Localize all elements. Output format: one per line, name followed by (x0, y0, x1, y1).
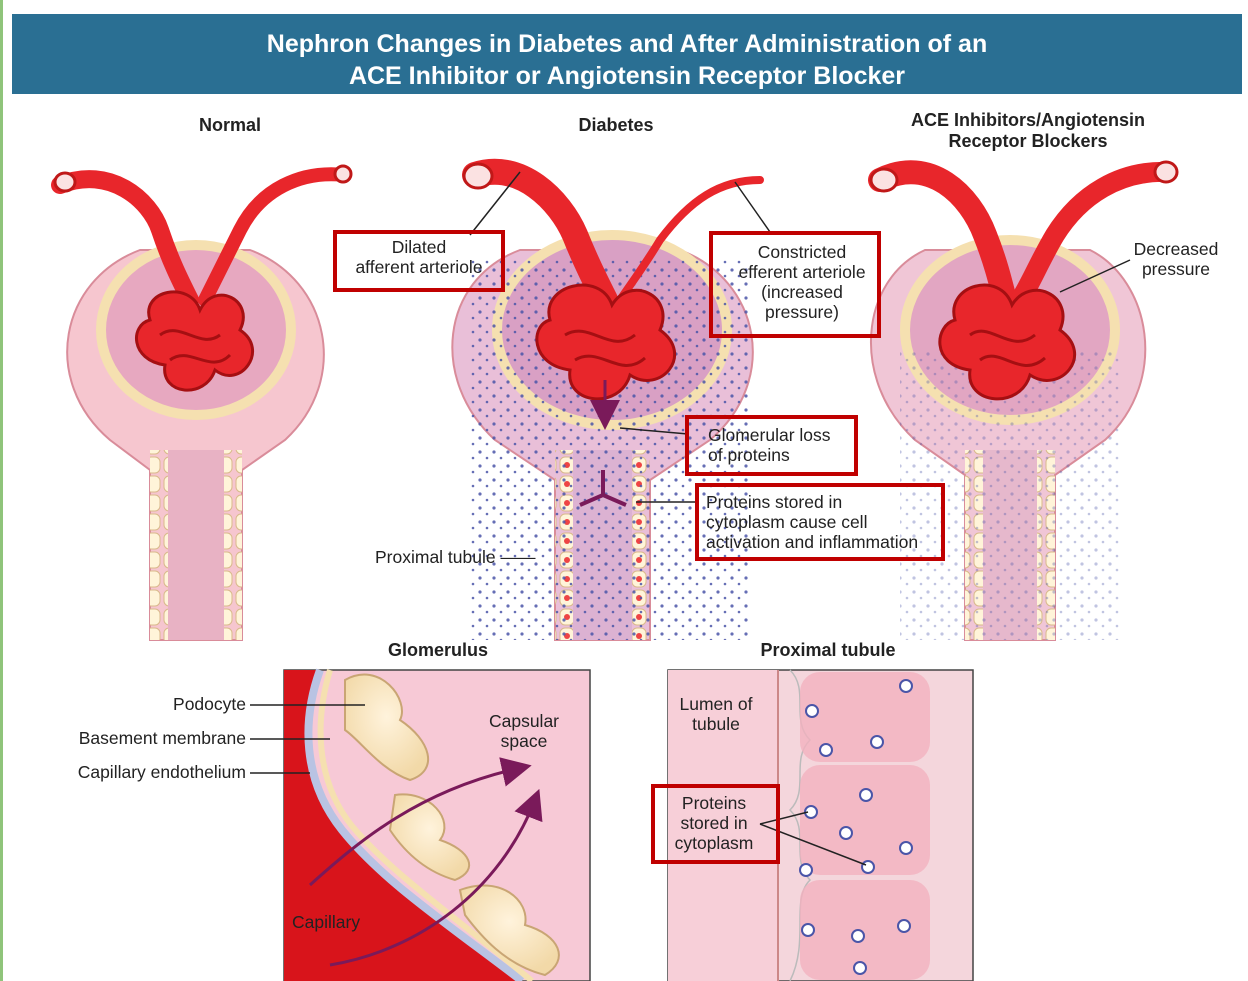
ace-arb-nephron (871, 162, 1177, 640)
label-glomerular-loss: Glomerular loss of proteins (708, 425, 831, 465)
panel-title-ace: ACE Inhibitors/Angiotensin Receptor Bloc… (880, 110, 1176, 152)
label-proteins-cytoplasm-line-3: cytoplasm (655, 833, 773, 853)
panel-title-ace-line-2: Receptor Blockers (880, 131, 1176, 152)
label-proximal-tubule: Proximal tubule —— (375, 547, 535, 567)
label-capsular-space: Capsular space (478, 711, 570, 751)
label-constricted-line-2: efferent arteriole (709, 262, 895, 282)
label-decreased-pressure: Decreased pressure (1120, 239, 1232, 279)
panel-title-ace-line-1: ACE Inhibitors/Angiotensin (880, 110, 1176, 131)
normal-nephron (55, 166, 351, 640)
label-constricted-line-4: pressure) (709, 302, 895, 322)
label-lumen-line-1: Lumen of (672, 694, 760, 714)
label-constricted-efferent: Constricted efferent arteriole (increase… (709, 242, 895, 322)
label-dilated-line-1: Dilated (333, 237, 505, 257)
label-constricted-line-1: Constricted (709, 242, 895, 262)
label-capsular-space-line-2: space (478, 731, 570, 751)
label-constricted-line-3: (increased (709, 282, 895, 302)
label-proteins-cytoplasm-line-1: Proteins (655, 793, 773, 813)
label-dilated-afferent: Dilated afferent arteriole (333, 237, 505, 277)
label-capillary: Capillary (292, 912, 360, 932)
label-basement-membrane: Basement membrane (46, 728, 246, 748)
label-lumen-line-2: tubule (672, 714, 760, 734)
label-glomerular-loss-line-2: of proteins (708, 445, 831, 465)
label-capillary-endothelium: Capillary endothelium (40, 762, 246, 782)
label-decreased-line-1: Decreased (1120, 239, 1232, 259)
label-podocyte: Podocyte (60, 694, 246, 714)
panel-title-diabetes: Diabetes (556, 115, 676, 136)
label-proteins-stored-line-1: Proteins stored in (706, 492, 918, 512)
label-proteins-stored-activation: Proteins stored in cytoplasm cause cell … (706, 492, 918, 552)
panel-title-normal: Normal (180, 115, 280, 136)
label-proteins-cytoplasm: Proteins stored in cytoplasm (655, 793, 773, 853)
label-capsular-space-line-1: Capsular (478, 711, 570, 731)
label-decreased-line-2: pressure (1120, 259, 1232, 279)
label-proteins-stored-line-2: cytoplasm cause cell (706, 512, 918, 532)
label-lumen-of-tubule: Lumen of tubule (672, 694, 760, 734)
inset-title-proximal-tubule: Proximal tubule (740, 640, 916, 661)
label-proteins-stored-line-3: activation and inflammation (706, 532, 918, 552)
label-dilated-line-2: afferent arteriole (333, 257, 505, 277)
label-glomerular-loss-line-1: Glomerular loss (708, 425, 831, 445)
label-proteins-cytoplasm-line-2: stored in (655, 813, 773, 833)
inset-title-glomerulus: Glomerulus (368, 640, 508, 661)
